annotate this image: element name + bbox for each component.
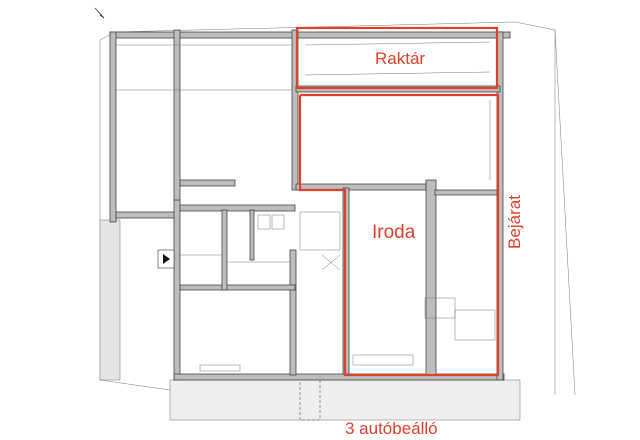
office-label: Iroda [372,222,416,243]
level-marker-icon [157,249,175,269]
storage-outline [295,26,499,90]
entrance-label: Bejárat [504,195,524,249]
office-outline [298,93,500,377]
storage-label: Raktár [375,49,426,68]
parking-label: 3 autóbeálló [345,419,438,438]
interior-lines [116,41,497,421]
walls [109,29,511,381]
plot-boundary [99,21,576,421]
north-arrow-icon [94,7,105,19]
